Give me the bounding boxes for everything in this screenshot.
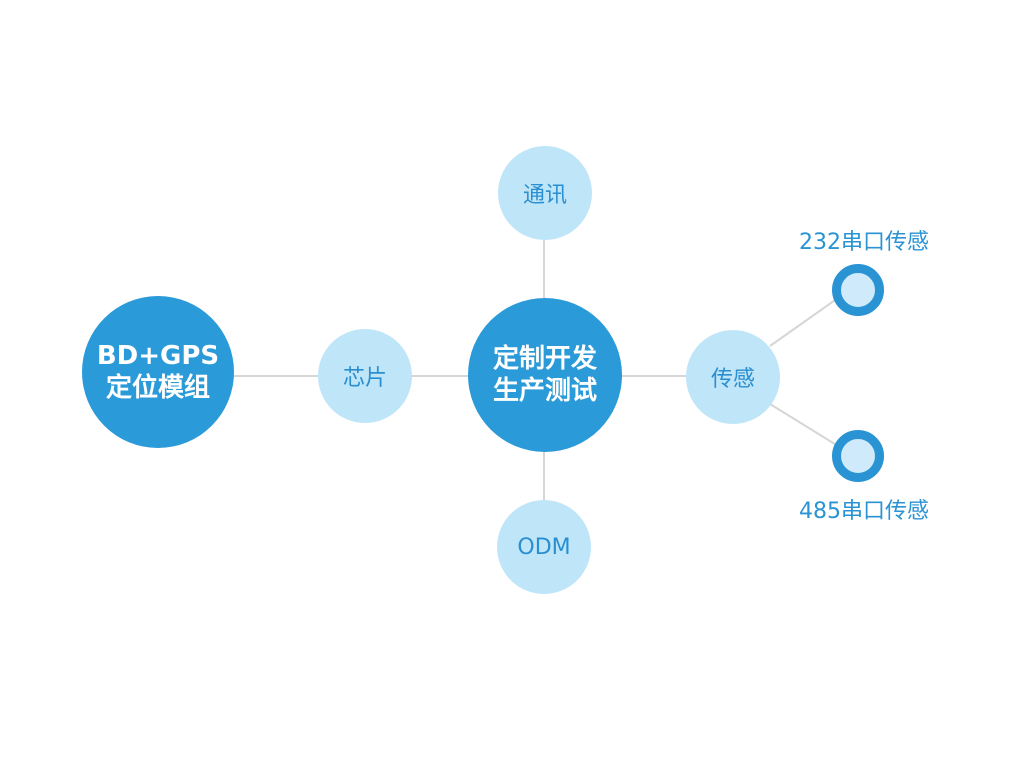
sensor-232-label: 232串口传感	[799, 230, 929, 255]
connector-sensor-232	[769, 297, 839, 347]
connector-sensor-485	[769, 403, 839, 447]
module-node: BD+GPS 定位模组	[82, 296, 234, 448]
odm-node: ODM	[497, 500, 591, 594]
comms-label: 通讯	[522, 183, 567, 208]
chip-label: 芯片	[342, 366, 387, 391]
module-label-line2: 定位模组	[105, 373, 210, 403]
sensor-label: 传感	[710, 367, 755, 392]
chip-node: 芯片	[318, 329, 412, 423]
hub-label-line2: 生产测试	[492, 376, 597, 406]
sensor-232-ring-icon	[832, 264, 884, 316]
sensor-485-ring-icon	[832, 430, 884, 482]
odm-label: ODM	[517, 534, 571, 560]
hub-node: 定制开发 生产测试	[468, 298, 622, 452]
sensor-485-label: 485串口传感	[799, 499, 929, 524]
sensor-node: 传感	[686, 330, 780, 424]
comms-node: 通讯	[498, 146, 592, 240]
hub-label-line1: 定制开发	[492, 344, 597, 374]
module-label-line1: BD+GPS	[96, 341, 220, 371]
